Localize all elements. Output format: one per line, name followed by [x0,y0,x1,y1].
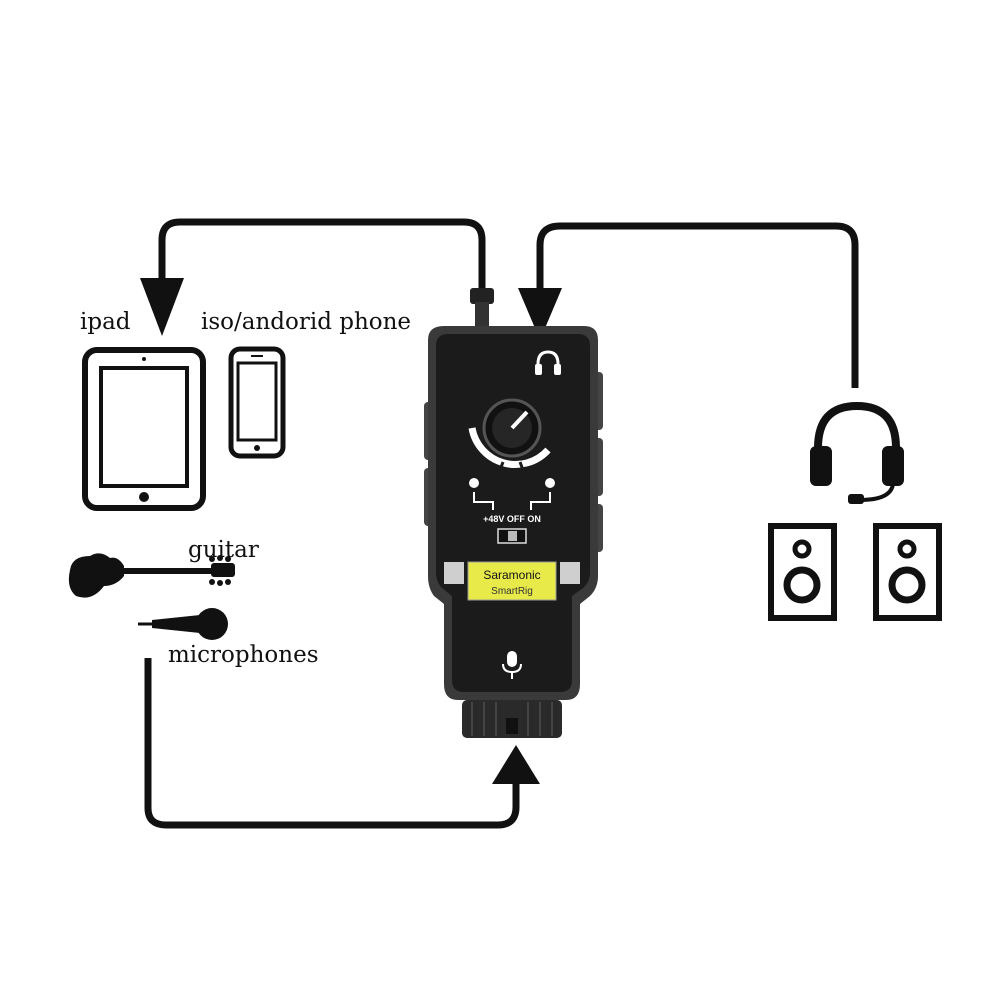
audio-interface-device: +48V OFF ON Saramonic SmartRig [424,288,603,738]
guitar-label: guitar [188,537,259,563]
microphone-icon [138,608,228,640]
tablet-icon [82,347,206,511]
phantom-power-label: +48V OFF ON [483,514,541,524]
indicator-led-right [545,478,555,488]
model-name: SmartRig [491,586,533,597]
phantom-power-switch[interactable] [497,528,527,544]
speaker-right-icon [873,523,942,621]
guitar-icon [68,553,235,598]
arrow-to-device-input [492,745,540,784]
arrow-to-tablet [140,278,184,336]
gain-knob-indicator [510,410,529,430]
device-cable-connector [470,288,494,304]
phone-icon [228,346,286,459]
indicator-led-left [469,478,479,488]
headphone-jack-icon [535,350,561,375]
output-line-to-tablet [158,218,486,300]
phone-label: iso/andorid phone [201,309,412,335]
input-line-from-instruments [144,658,520,829]
speaker-left-icon [768,523,837,621]
connection-lines [144,218,859,829]
brand-name: Saramonic [483,568,540,582]
headset-icon [810,401,904,504]
mic-input-icon [502,651,522,679]
arrow-to-device-headphone [518,288,562,340]
xlr-input-connector [462,700,562,738]
brand-label-plate [467,561,557,601]
microphones-label: microphones [168,642,319,668]
headphone-line [536,222,859,388]
ipad-label: ipad [80,309,131,335]
